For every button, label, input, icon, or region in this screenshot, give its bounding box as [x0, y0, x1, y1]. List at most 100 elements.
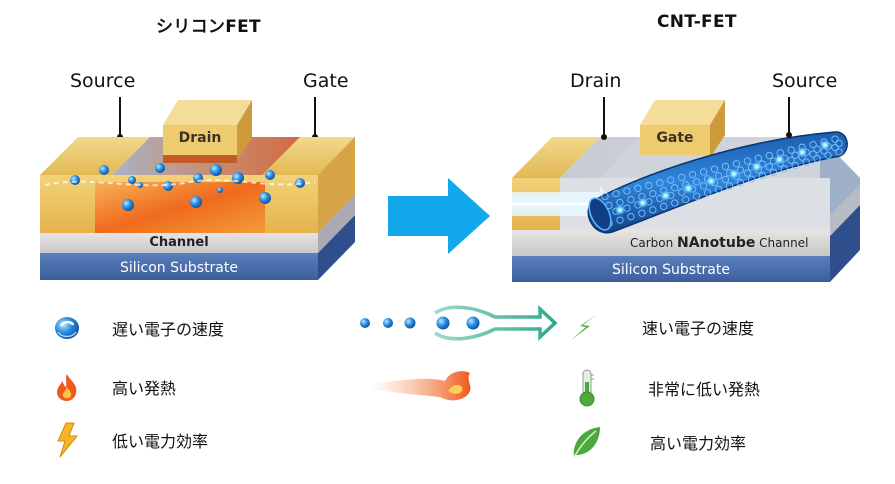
hex-cell: [692, 192, 701, 200]
cnt-drain-label: Drain: [570, 70, 622, 92]
cnt-channel-prefix: Carbon: [630, 236, 678, 250]
electron: [217, 187, 223, 193]
hex-cell: [787, 156, 795, 165]
cnt-channel-layer: [512, 230, 830, 256]
cnt-fet-title: CNT-FET: [657, 12, 737, 32]
hex-cell: [809, 150, 817, 158]
flame-icon: [57, 374, 77, 401]
hex-cell: [802, 158, 810, 166]
silicon-electron-cloud: [44, 163, 316, 211]
silicon-drain-label: Drain: [178, 130, 222, 146]
electron: [259, 192, 271, 204]
electron-flow-arrow-icon: [300, 304, 558, 342]
hex-cell: [649, 206, 657, 214]
hex-cell: [710, 165, 719, 173]
hex-cell: [780, 165, 788, 173]
cnt-side-channel: [830, 185, 860, 236]
glowing-electron: [682, 182, 695, 195]
hex-cell: [660, 202, 668, 211]
electron: [99, 165, 109, 175]
hex-cell: [616, 216, 624, 224]
hex-cell: [813, 145, 821, 153]
cnt-gate-block: [640, 100, 725, 158]
cnt-efficiency-text: 高い電力効率: [650, 434, 747, 453]
silicon-source-label: Source: [70, 70, 136, 92]
electron: [210, 164, 222, 176]
hex-cell: [671, 199, 679, 207]
cnt-speed-text: 速い電子の速度: [642, 319, 755, 338]
hex-cell: [601, 192, 609, 201]
hex-cell: [769, 168, 777, 176]
electron: [163, 181, 173, 191]
hex-cell: [671, 184, 679, 192]
hex-cell: [699, 168, 708, 176]
hex-cell: [714, 172, 723, 180]
cnt-channel-suffix: Channel: [755, 236, 809, 250]
cnt-legend-item-efficiency: 高い電力効率: [570, 425, 746, 459]
hex-cell: [634, 184, 642, 192]
cnt-legend-item-heat: 非常に低い発熱: [572, 368, 760, 408]
hex-cell: [732, 160, 741, 168]
hex-cell: [835, 139, 843, 148]
electron: [70, 175, 80, 185]
silicon-side-gold: [318, 137, 355, 233]
hex-cell: [765, 151, 773, 160]
hex-cell: [699, 182, 708, 190]
silicon-substrate-layer: [40, 253, 318, 280]
glowing-electron: [750, 160, 763, 173]
silicon-side-substrate: [318, 215, 355, 280]
silicon-legend-item-heat: 高い発熱: [52, 372, 176, 402]
silicon-speed-text: 遅い電子の速度: [112, 320, 225, 339]
electron: [122, 199, 134, 211]
glowing-electron: [819, 139, 831, 151]
thermometer-icon: [579, 369, 595, 407]
silicon-gate-label: Gate: [303, 70, 349, 92]
glowing-electron: [727, 167, 740, 180]
hex-cell: [678, 173, 686, 182]
silicon-substrate-label: Silicon Substrate: [119, 260, 238, 276]
hex-cell: [623, 187, 631, 195]
hex-cell: [688, 170, 697, 179]
hex-cell: [638, 209, 646, 217]
silicon-side-channel: [318, 195, 355, 253]
electron: [137, 182, 143, 188]
silicon-heat-text: 高い発熱: [112, 379, 177, 398]
glowing-electron: [773, 153, 786, 166]
hex-cell: [667, 176, 675, 184]
electron: [128, 176, 136, 184]
glowing-electron: [614, 204, 626, 216]
silicon-channel-layer: [40, 233, 318, 253]
cnt-substrate-label: Silicon Substrate: [611, 262, 730, 278]
cnt-substrate-layer: [512, 256, 830, 282]
cnt-gate-label: Gate: [656, 130, 694, 146]
electron-path: [44, 179, 316, 187]
cnt-legend-item-speed: 速い電子の速度: [568, 312, 754, 342]
silicon-fet-title: シリコンFET: [156, 17, 261, 37]
lightning-bolt-icon: [57, 422, 79, 458]
hex-cell: [649, 190, 657, 198]
hex-cell: [645, 181, 653, 190]
hex-cell: [721, 175, 730, 184]
hex-cell: [791, 161, 799, 170]
hex-cell: [743, 169, 752, 177]
hex-cell: [612, 190, 620, 198]
hex-cell: [831, 143, 839, 152]
hex-cell: [835, 148, 843, 156]
hex-cell: [725, 182, 734, 190]
leaf-icon: [573, 427, 600, 458]
hex-cell: [627, 195, 635, 204]
silicon-legend-item-efficiency: 低い電力効率: [52, 422, 209, 458]
hex-cell: [692, 178, 701, 186]
cnt-channel-label: Carbon NAnotube Channel: [630, 235, 808, 251]
hex-cell: [758, 172, 766, 180]
hex-cell: [831, 135, 839, 143]
fast-lightning-icon: [571, 315, 596, 340]
silicon-legend-item-speed: 遅い電子の速度: [52, 313, 224, 343]
cnt-heat-text: 非常に低い発熱: [648, 380, 761, 399]
slow-electron-icon: [55, 317, 79, 339]
fire-trail-icon: [370, 371, 471, 401]
silicon-efficiency-text: 低い電力効率: [112, 432, 209, 451]
hex-cell: [656, 179, 664, 187]
silicon-drain-block: [163, 100, 252, 163]
cnt-channel-bold: NAnotube: [677, 235, 756, 251]
